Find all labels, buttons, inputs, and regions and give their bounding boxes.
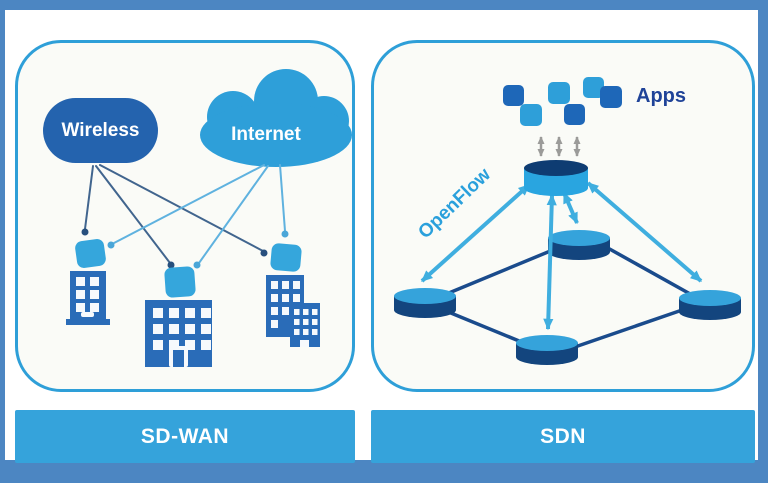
wireless-label: Wireless xyxy=(61,119,140,141)
switch-disk-icon xyxy=(394,288,456,318)
sdn-controller-disk-icon xyxy=(524,160,588,196)
switch-disk-icon xyxy=(516,335,578,365)
app-square-icon xyxy=(503,85,524,106)
apps-cluster xyxy=(503,77,622,126)
internet-link-line xyxy=(279,164,286,232)
sdn-caption: SDN xyxy=(540,424,586,448)
wireless-node: Wireless xyxy=(43,98,158,163)
edge-router-icon xyxy=(270,243,302,272)
data-link-line xyxy=(444,309,526,345)
data-link-line xyxy=(442,245,562,297)
data-link-line xyxy=(604,245,694,297)
app-square-icon xyxy=(548,82,570,104)
app-square-icon xyxy=(520,104,542,126)
api-updown-arrows xyxy=(537,136,581,157)
link-endpoint-dot xyxy=(81,228,89,236)
edge-router-icon xyxy=(75,239,106,268)
sdwan-caption: SD-WAN xyxy=(140,424,230,448)
sdn-caption-bar: SDN xyxy=(371,410,755,463)
app-square-icon xyxy=(564,104,585,125)
sdn-panel: Apps OpenFlow xyxy=(371,40,755,392)
link-endpoint-dot xyxy=(260,249,268,257)
openflow-arrows xyxy=(420,181,703,331)
link-endpoint-dot xyxy=(107,241,115,249)
link-endpoint-dot xyxy=(281,230,289,238)
openflow-arrow xyxy=(543,193,557,331)
switch-disk-icon xyxy=(548,230,610,260)
internet-label: Internet xyxy=(231,124,301,145)
building-icon xyxy=(66,271,110,325)
page-background: Wireless Internet xyxy=(5,10,758,463)
link-endpoint-dot xyxy=(193,261,201,269)
data-links xyxy=(442,245,694,350)
openflow-arrow xyxy=(420,183,531,283)
switch-disk-icon xyxy=(679,290,741,320)
internet-cloud-icon xyxy=(200,69,352,167)
app-square-icon xyxy=(600,86,622,108)
edge-router-icon xyxy=(164,266,196,298)
sdwan-diagram-layer xyxy=(66,69,352,367)
sdn-diagram-layer xyxy=(394,77,741,365)
sdwan-panel: Wireless Internet xyxy=(15,40,355,392)
wireless-link-line xyxy=(84,165,94,230)
apps-label: Apps xyxy=(636,85,686,107)
app-square-icon xyxy=(583,77,604,98)
wireless-link-line xyxy=(95,165,171,264)
openflow-arrow xyxy=(562,191,579,225)
sdwan-caption-bar: SD-WAN xyxy=(15,410,355,463)
internet-links xyxy=(107,164,289,269)
internet-link-line xyxy=(198,165,269,264)
openflow-arrow xyxy=(586,181,703,283)
link-endpoint-dot xyxy=(167,261,175,269)
building-icon xyxy=(145,300,212,367)
data-link-line xyxy=(570,306,690,350)
wireless-links xyxy=(81,164,268,269)
internet-link-line xyxy=(113,164,265,244)
building-icon xyxy=(266,275,320,347)
